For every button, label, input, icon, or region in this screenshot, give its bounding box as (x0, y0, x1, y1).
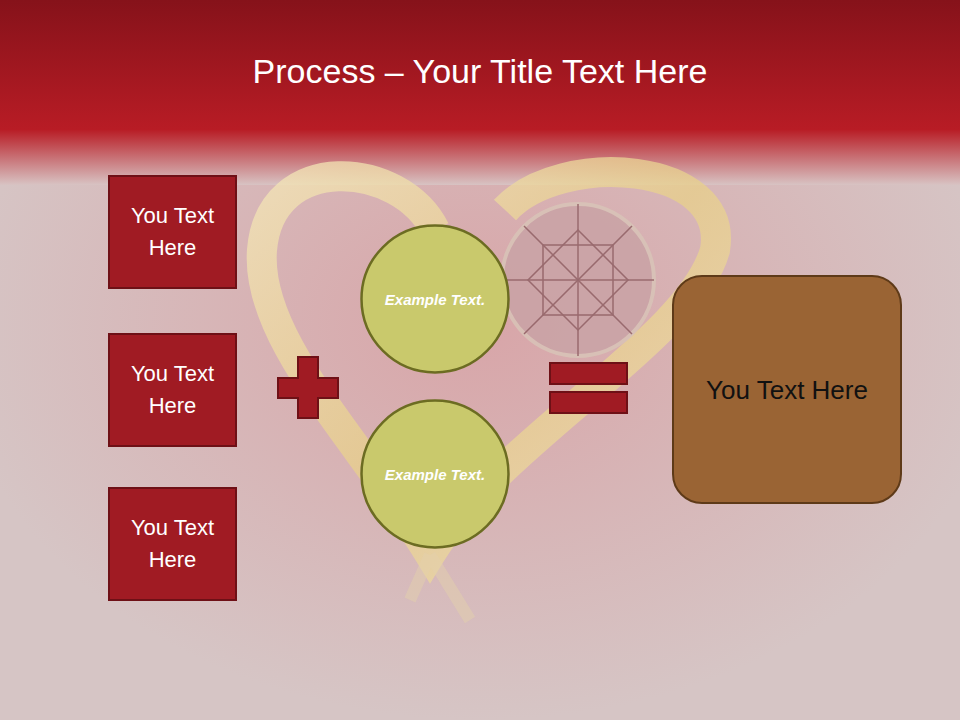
node-text: You Text Here (120, 512, 225, 576)
slide-title: Process – Your Title Text Here (0, 52, 960, 91)
circle-shape (362, 226, 509, 373)
node-text: You Text Here (706, 374, 868, 406)
text-holder: You Text Here (706, 374, 868, 406)
equals-symbol (550, 363, 627, 413)
text-holder: You Text Here (120, 200, 225, 264)
node-text: You Text Here (120, 200, 225, 264)
node-text: Example Text. (385, 288, 485, 311)
diamond-gem (502, 204, 654, 356)
example-circle: Example Text. (360, 399, 510, 549)
circle-shape (362, 401, 509, 548)
plus-symbol (278, 357, 338, 418)
gem-body (502, 204, 654, 356)
result-box: You Text Here (672, 275, 902, 504)
text-holder: You Text Here (120, 358, 225, 422)
node-text: You Text Here (120, 358, 225, 422)
node-text: Example Text. (385, 463, 485, 486)
heart-ring (262, 172, 716, 620)
process-box: You Text Here (108, 333, 237, 447)
text-holder: Example Text. (385, 288, 485, 311)
process-box: You Text Here (108, 487, 237, 601)
process-box: You Text Here (108, 175, 237, 289)
text-holder: Example Text. (385, 463, 485, 486)
header-band (0, 0, 960, 185)
heart-outline (262, 172, 716, 555)
gem-facets (502, 204, 654, 356)
heart-tail (410, 555, 470, 620)
example-circle: Example Text. (360, 224, 510, 374)
text-holder: You Text Here (120, 512, 225, 576)
